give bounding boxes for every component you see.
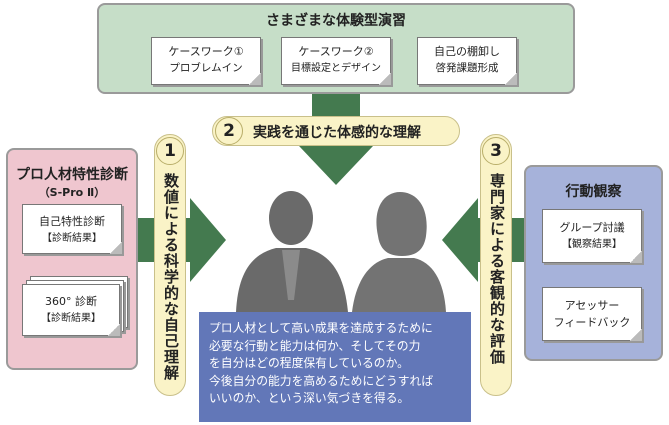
page-fold-icon (110, 242, 122, 254)
top-panel-title: さまざまな体験型演習 (266, 13, 406, 29)
page-fold-icon (249, 73, 261, 85)
page-fold-icon (630, 329, 642, 341)
card-line2: 目標設定とデザイン (291, 63, 381, 74)
doc-line1: 360° 診断 (45, 295, 97, 308)
group-discussion-doc: グループ討議 【観察結果】 (542, 209, 642, 263)
summary-line: 今後自分の能力を高めるためにどうすれば (209, 373, 434, 388)
page-fold-icon (108, 324, 120, 336)
practice-pill: 2 実践を通じた体感的な理解 (212, 116, 460, 146)
summary-line: いいのか、という深い気づきを得る。 (209, 391, 410, 405)
summary-line: プロ人材として高い成果を達成するために (209, 321, 433, 335)
360-diagnosis-doc: 360° 診断 【診断結果】 (22, 284, 120, 336)
card-line1: ケースワーク② (298, 45, 374, 58)
left-panel-title: プロ人材特性診断 (16, 167, 128, 183)
top-panel: さまざまな体験型演習 ケースワーク① プロブレムイン ケースワーク② 目標設定と… (97, 3, 575, 94)
doc-line2: 【診断結果】 (42, 233, 102, 244)
woman-silhouette-icon (352, 192, 446, 312)
assessor-feedback-doc: アセッサー フィードバック (542, 287, 642, 341)
summary-line: を自分はどの程度保有しているのか。 (209, 356, 409, 370)
self-inventory-card: 自己の棚卸し 啓発課題形成 (417, 37, 517, 85)
right-panel-title: 行動観察 (565, 184, 622, 200)
doc-line2: フィードバック (553, 316, 631, 329)
right-panel: 行動観察 グループ討議 【観察結果】 アセッサー フィードバック (524, 165, 663, 361)
card-line1: 自己の棚卸し (434, 45, 500, 58)
step-number-1: 1 (156, 137, 184, 165)
card-line2: 啓発課題形成 (435, 62, 499, 74)
page-fold-icon (505, 73, 517, 85)
doc-line2: 【診断結果】 (41, 313, 101, 324)
left-panel: プロ人材特性診断 （S-Pro Ⅱ） 自己特性診断 【診断結果】 360° 診断… (6, 148, 138, 370)
card-line1: ケースワーク① (168, 45, 244, 58)
practice-label: 実践を通じた体感的な理解 (253, 125, 421, 141)
page-fold-icon (630, 251, 642, 263)
summary-line: 必要な行動と能力は何か、そしてその力 (209, 338, 421, 353)
objective-evaluation-label: 専門家による客観的な評価 (488, 173, 506, 365)
objective-evaluation-pill: 3 専門家による客観的な評価 (480, 134, 512, 396)
left-panel-subtitle: （S-Pro Ⅱ） (38, 186, 106, 199)
card-line2: プロブレムイン (169, 62, 243, 74)
doc-line1: グループ討議 (559, 221, 625, 234)
case-work-1-card: ケースワーク① プロブレムイン (151, 37, 261, 85)
man-silhouette-icon (236, 191, 348, 312)
doc-line1: 自己特性診断 (39, 215, 105, 228)
scientific-understanding-pill: 1 数値による科学的な自己理解 (154, 134, 186, 396)
case-work-2-card: ケースワーク② 目標設定とデザイン (281, 37, 391, 85)
scientific-understanding-label: 数値による科学的な自己理解 (162, 173, 180, 381)
doc-line1: アセッサー (564, 299, 620, 312)
doc-line2: 【観察結果】 (562, 239, 622, 250)
step-number-3: 3 (482, 137, 510, 165)
summary-box: プロ人材として高い成果を達成するために 必要な行動と能力は何か、そしてその力 を… (199, 312, 471, 422)
self-trait-diagnosis-doc: 自己特性診断 【診断結果】 (22, 204, 122, 254)
page-fold-icon (379, 73, 391, 85)
step-number-2: 2 (215, 117, 243, 145)
